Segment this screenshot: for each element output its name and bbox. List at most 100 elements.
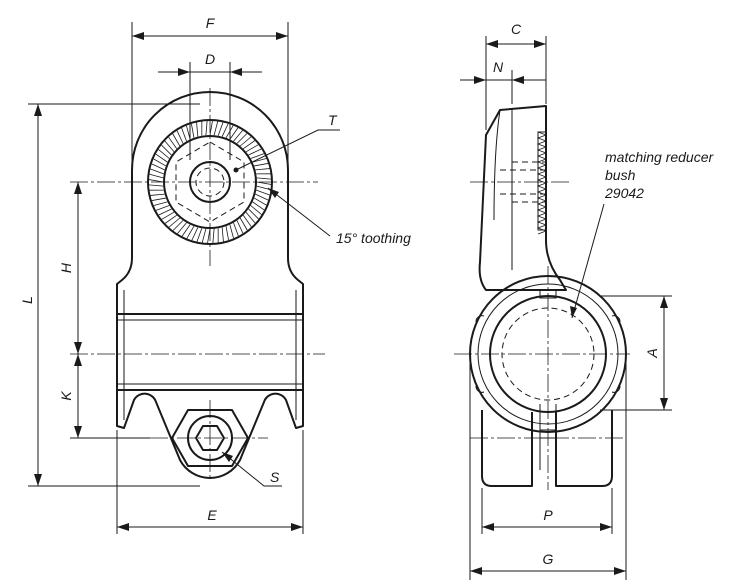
disc-tooth: [151, 163, 165, 171]
front-view: [70, 88, 325, 479]
disc-tooth: [191, 227, 199, 241]
dim-label-H: H: [58, 262, 74, 273]
disc-tooth: [172, 133, 181, 147]
disc-tooth: [245, 211, 256, 224]
disc-tooth: [161, 144, 172, 156]
disc-tooth: [221, 123, 229, 137]
dim-label-K: K: [58, 391, 74, 401]
disc-tooth: [172, 220, 184, 231]
leader-S: [221, 451, 282, 487]
dim-label-N: N: [493, 59, 504, 75]
front-body-outline: [116, 91, 304, 479]
disc-tooth: [233, 222, 239, 237]
side-leg-left: [481, 410, 533, 487]
dim-label-L: L: [19, 296, 35, 304]
disc-tooth: [212, 228, 215, 243]
disc-teeth: [148, 120, 272, 244]
disc-tooth: [177, 222, 187, 234]
disc-tooth: [252, 158, 267, 163]
disc-tooth: [256, 189, 270, 196]
disc-tooth: [221, 227, 224, 242]
disc-tooth: [236, 220, 244, 234]
note-toothing: 15° toothing: [336, 230, 411, 246]
disc-tooth: [233, 130, 243, 142]
disc-tooth: [176, 130, 184, 144]
disc-tooth: [229, 127, 239, 140]
disc-tooth: [243, 140, 256, 150]
disc-tooth: [196, 122, 199, 137]
disc-tooth: [239, 136, 252, 147]
note-reducer-line1: matching reducer: [605, 149, 715, 165]
disc-tooth: [255, 168, 270, 171]
disc-tooth: [201, 228, 207, 243]
side-view: [454, 105, 630, 490]
disc-tooth: [250, 153, 265, 159]
side-toothing-serration: [536, 131, 548, 235]
disc-tooth: [256, 177, 271, 180]
note-reducer-line3: 29042: [604, 185, 644, 201]
disc-tooth: [209, 120, 213, 136]
disc-tooth: [256, 181, 272, 185]
disc-tooth: [150, 193, 165, 196]
disc-tooth: [151, 197, 166, 201]
disc-tooth: [225, 226, 229, 241]
disc-tooth: [239, 217, 248, 231]
side-arm-outline: [478, 105, 567, 291]
dim-label-D: D: [205, 51, 215, 67]
disc-tooth: [155, 205, 170, 211]
disc-tooth: [245, 144, 259, 153]
side-toothing-strip: [537, 131, 547, 231]
disc-tooth: [153, 158, 167, 167]
disc-tooth: [186, 225, 195, 239]
dim-label-T: T: [328, 112, 338, 128]
disc-tooth: [205, 121, 208, 136]
leader-toothing: [267, 187, 331, 237]
leader-T: [235, 129, 340, 171]
side-leg-right: [555, 410, 613, 487]
disc-tooth: [191, 123, 195, 138]
disc-tooth: [248, 148, 262, 156]
disc-tooth: [181, 127, 187, 142]
screw-hex-socket: [195, 425, 225, 451]
dim-label-C: C: [511, 21, 522, 37]
disc-tooth: [148, 179, 164, 183]
disc-tooth: [149, 173, 164, 179]
disc-tooth: [217, 122, 224, 136]
disc-tooth: [181, 224, 191, 237]
disc-tooth: [168, 136, 178, 149]
side-arm-bevel: [493, 109, 501, 221]
dim-label-F: F: [206, 15, 216, 31]
dim-label-P: P: [543, 507, 553, 523]
disc-tooth: [255, 193, 269, 201]
disc-tooth: [164, 214, 177, 224]
disc-tooth: [158, 149, 170, 159]
disc-tooth: [150, 168, 164, 175]
disc-tooth: [168, 217, 181, 228]
disc-tooth: [207, 228, 211, 244]
serration-zigzag: [536, 131, 548, 235]
dim-label-A: A: [644, 348, 660, 358]
dim-label-S: S: [270, 469, 280, 485]
disc-tooth: [229, 224, 234, 239]
disc-tooth: [252, 201, 265, 211]
disc-tooth: [248, 208, 259, 220]
disc-tooth: [256, 185, 271, 191]
dim-label-G: G: [543, 551, 554, 567]
note-reducer-line2: bush: [605, 167, 636, 183]
disc-tooth: [242, 215, 252, 228]
disc-tooth: [254, 163, 269, 167]
disc-tooth: [158, 208, 172, 216]
front-dimensions: F D T 15° toothing L H K: [19, 15, 411, 534]
side-dimensions: C N matching reducer bush 29042 A P G: [460, 21, 715, 580]
body-edge-lines: [123, 290, 297, 420]
ring-notches: [475, 315, 621, 393]
disc-tooth: [164, 140, 175, 153]
leader-reducer: [571, 203, 605, 319]
disc-tooth: [196, 228, 203, 242]
disc-tooth: [213, 121, 219, 136]
disc-tooth: [153, 201, 168, 206]
disc-tooth: [253, 197, 267, 206]
disc-tooth: [236, 133, 248, 144]
dim-label-E: E: [207, 507, 217, 523]
